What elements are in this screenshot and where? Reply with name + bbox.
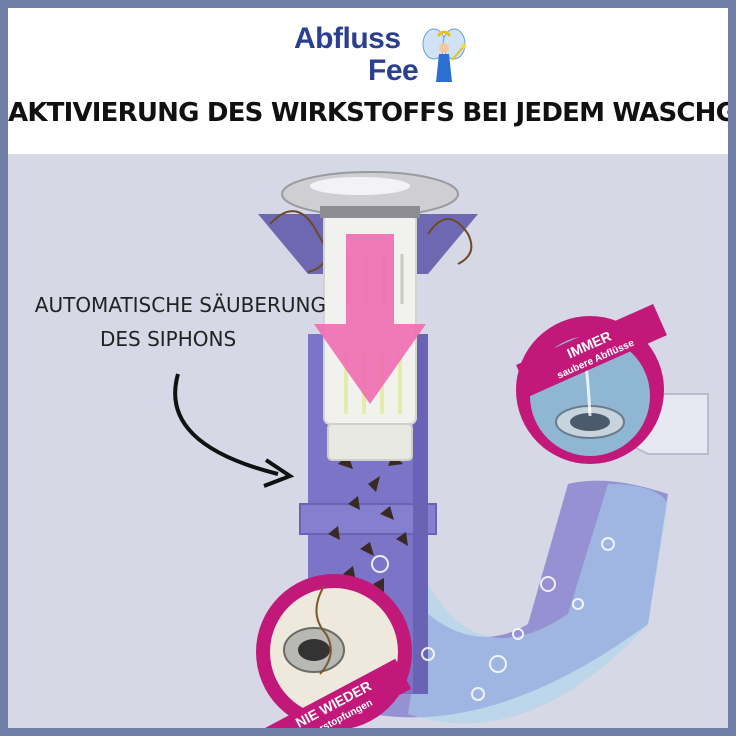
callout-line1: AUTOMATISCHE SÄUBERUNG bbox=[34, 293, 326, 317]
logo-text-bottom: Fee bbox=[368, 54, 419, 87]
badge-clean-drains: IMMER saubere Abflüsse bbox=[516, 304, 667, 464]
drain-illustration: IMMER saubere Abflüsse NIE WIEDER Versto… bbox=[8, 154, 728, 728]
curved-arrow-icon bbox=[173, 373, 279, 476]
callout-line2: DES SIPHONS bbox=[100, 327, 237, 351]
down-arrow-icon bbox=[314, 234, 426, 404]
header: Abfluss Fee AKTIVIERUNG DES WIRKSTOFFS B… bbox=[8, 8, 728, 154]
fairy-icon bbox=[422, 28, 466, 82]
badge-no-clogs: NIE WIEDER Verstopfungen bbox=[256, 574, 412, 728]
water-bubbles bbox=[371, 537, 615, 701]
page-title: AKTIVIERUNG DES WIRKSTOFFS BEI JEDEM WAS… bbox=[8, 98, 728, 128]
product-image: Abfluss Fee AKTIVIERUNG DES WIRKSTOFFS B… bbox=[8, 8, 728, 728]
callout-label: AUTOMATISCHE SÄUBERUNG DES SIPHONS bbox=[26, 288, 326, 356]
brand-logo: Abfluss Fee bbox=[294, 22, 466, 92]
logo-text-top: Abfluss bbox=[294, 22, 401, 55]
